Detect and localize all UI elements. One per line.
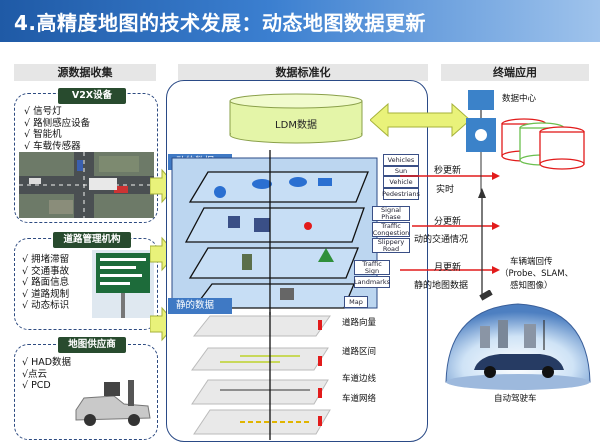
list-item: √ HAD数据 — [22, 357, 72, 368]
layer-label-traffic-sign: Traffic Sign — [354, 260, 390, 275]
update-month-desc: 静的地图数据 — [414, 281, 469, 291]
list-item: √点云 — [22, 368, 48, 380]
list-item: √ 信号灯 — [24, 106, 62, 117]
feedback-line-1: 车辆端回传 — [510, 257, 553, 267]
data-center-graphic — [466, 90, 585, 192]
feedback-line-2: （Probe、SLAM、 — [500, 269, 574, 279]
feedback-arrow — [478, 188, 486, 296]
section-terminal-header: 终端应用 — [441, 64, 589, 81]
list-item: √ 路面信息 — [22, 277, 70, 288]
list-item: √ 拥堵滞留 — [22, 254, 70, 265]
v2x-list: √ 信号灯 √ 路侧感应设备 √ 智能机 √ 车载传感器 — [24, 106, 90, 152]
layer-label-traffic-congestion: Traffic Congestion — [372, 221, 410, 237]
page-title: 4.高精度地图的技术发展：动态地图数据更新 — [14, 11, 427, 35]
layer-label-vehicles: Vehicles — [383, 154, 419, 166]
survey-vehicle-image — [70, 372, 154, 432]
update-second: 秒更新 — [434, 166, 462, 176]
traffic-sign-image — [92, 250, 154, 318]
update-minute-desc: 动的交通情况 — [414, 235, 469, 245]
map-supplier-label: 地图供应商 — [58, 337, 126, 353]
list-item: √ 车载传感器 — [24, 140, 81, 152]
static-layer-lane-edge: 车道边线 — [342, 374, 377, 384]
list-item: √ 智能机 — [24, 129, 62, 140]
ldm-cylinder — [229, 93, 363, 144]
ldm-datacenter-arrow — [370, 102, 470, 138]
road-mgmt-list: √ 拥堵滞留 √ 交通事故 √ 路面信息 √ 道路规制 √ 动态标识 — [22, 254, 69, 312]
update-month: 月更新 — [434, 263, 462, 273]
autonomous-car-label: 自动驾驶车 — [494, 394, 537, 404]
layer-label-landmarks: Landmarks — [354, 276, 390, 288]
static-layer-lane-network: 车道网络 — [342, 394, 377, 404]
input-arrows — [150, 168, 176, 342]
list-item: √ 路侧感应设备 — [24, 117, 91, 129]
dynamic-layer-stack — [171, 150, 378, 315]
feedback-line-3: 感知图像） — [510, 281, 553, 291]
static-layer-stack — [191, 312, 331, 440]
list-item: √ PCD — [22, 380, 51, 391]
update-arrows — [400, 172, 500, 274]
static-layer-road-vector: 道路向量 — [342, 318, 377, 328]
static-data-tag: 静的数据 — [168, 298, 232, 314]
map-supplier-list: √ HAD数据 √点云 √ PCD — [22, 357, 71, 392]
ldm-label: LDM数据 — [275, 120, 317, 131]
static-layer-road-section: 道路区间 — [342, 347, 377, 357]
section-source-header: 源数据收集 — [14, 64, 156, 81]
autonomous-car-dome — [445, 290, 591, 390]
update-second-desc: 实时 — [436, 185, 455, 195]
section-standard-header: 数据标准化 — [178, 64, 428, 81]
data-center-label: 数据中心 — [502, 94, 537, 104]
intersection-image — [19, 152, 154, 218]
layer-label-signal-phase: Signal Phase — [372, 206, 410, 221]
list-item: √ 道路规制 — [22, 288, 70, 300]
title-bar — [0, 0, 600, 42]
layer-label-slippery-road: Slippery Road — [372, 238, 410, 253]
v2x-label: V2X设备 — [58, 88, 126, 104]
road-mgmt-label: 道路管理机构 — [53, 232, 131, 248]
list-item: √ 交通事故 — [22, 265, 70, 277]
layer-label-map: Map — [344, 296, 368, 308]
list-item: √ 动态标识 — [22, 300, 70, 311]
layer-label-pedestrians: Pedestrians — [382, 188, 420, 200]
update-minute: 分更新 — [434, 217, 462, 227]
